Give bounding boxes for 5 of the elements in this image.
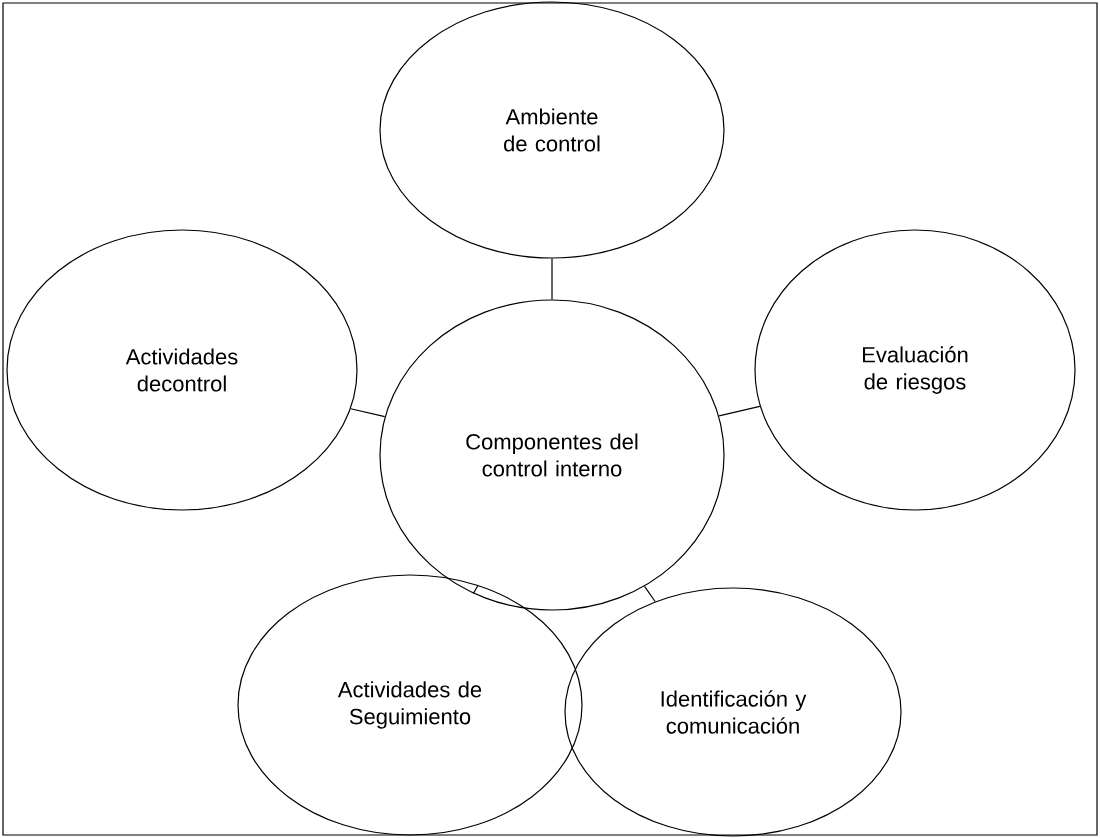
connector-line [350, 408, 386, 418]
connector-line [472, 584, 479, 595]
connector-line [643, 585, 656, 603]
connector-line [718, 405, 761, 417]
connector-line [551, 258, 553, 300]
